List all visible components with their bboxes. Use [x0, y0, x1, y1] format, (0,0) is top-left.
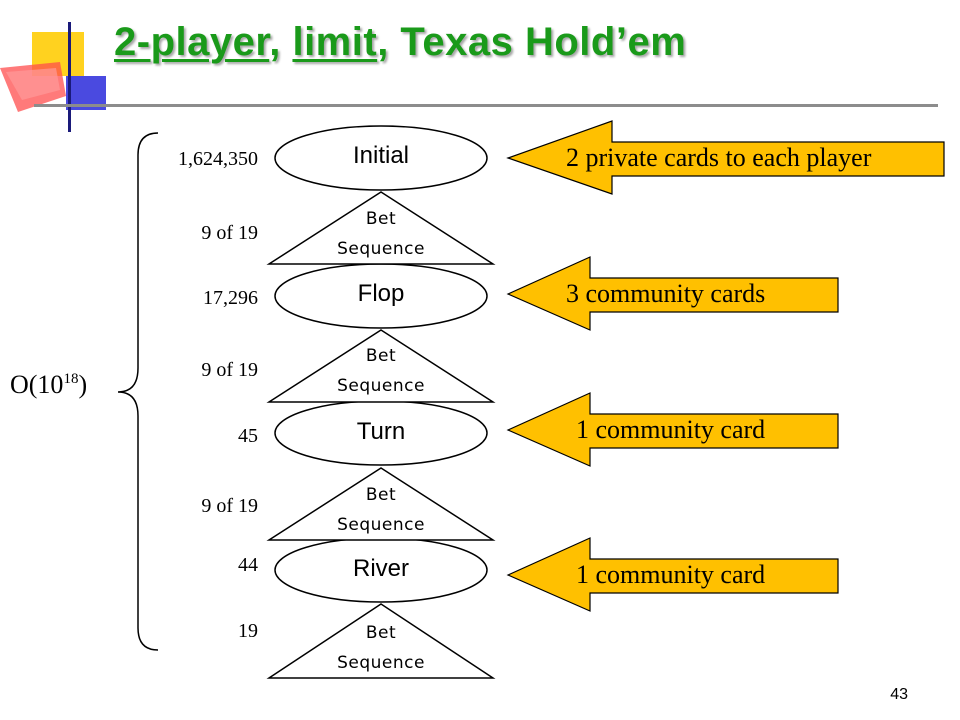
count-turn: 45 [238, 425, 258, 447]
arrow-label-2: 3 community cards [566, 279, 766, 308]
stage-label-flop: Flop [357, 280, 405, 307]
count-river: 44 [238, 554, 258, 576]
arrow-shape-2 [506, 256, 839, 331]
title-separator: , [269, 20, 293, 64]
stage-node-initial [274, 125, 488, 191]
bet-triangle-3 [266, 467, 496, 541]
complexity-exponent: 18 [63, 371, 79, 387]
count-initial: 1,624,350 [178, 148, 258, 170]
arrow-label-1: 2 private cards to each player [566, 143, 872, 172]
title-underline-rule [104, 104, 938, 107]
left-brace [117, 132, 159, 651]
bet-label-4-line2: Sequence [337, 653, 425, 673]
title-word-limit: limit [292, 20, 378, 64]
page-title: 2-player, limit, Texas Hold’em [114, 20, 686, 65]
arrow-shape-4 [506, 537, 839, 612]
arrow-label-4: 1 community card [576, 560, 766, 589]
bet-count-1: 9 of 19 [201, 222, 258, 244]
bet-label-1-line1: Bet [365, 209, 397, 229]
stage-label-river: River [352, 555, 409, 582]
deco-vertical-line [68, 22, 71, 132]
bet-count-2: 9 of 19 [201, 359, 258, 381]
complexity-label: O(1018) [10, 370, 87, 400]
stage-label-initial: Initial [352, 142, 410, 169]
bet-label-3-line2: Sequence [337, 515, 425, 535]
bet-label-4-line1: Bet [365, 623, 397, 643]
count-flop: 17,296 [203, 287, 258, 309]
deco-red-highlight [6, 68, 60, 100]
bet-triangle-2 [266, 329, 496, 403]
bet-label-2-line2: Sequence [337, 376, 425, 396]
bet-triangle-1 [266, 191, 496, 265]
arrow-label-3: 1 community card [576, 415, 766, 444]
page-number: 43 [890, 686, 908, 703]
bet-label-1-line2: Sequence [337, 239, 425, 259]
title-word-player: 2-player [114, 20, 270, 64]
stage-label-turn: Turn [356, 418, 406, 445]
bet-label-3-line1: Bet [365, 485, 397, 505]
arrow-shape-3 [506, 392, 839, 467]
bet-triangle-4 [266, 603, 496, 679]
arrow-shape-1 [506, 120, 945, 195]
title-rest: , Texas Hold’em [377, 20, 687, 64]
bet-count-4: 19 [238, 620, 258, 642]
complexity-base: O(10 [10, 370, 64, 399]
bet-count-3: 9 of 19 [201, 495, 258, 517]
bet-label-2-line1: Bet [365, 346, 397, 366]
complexity-close: ) [78, 370, 88, 399]
